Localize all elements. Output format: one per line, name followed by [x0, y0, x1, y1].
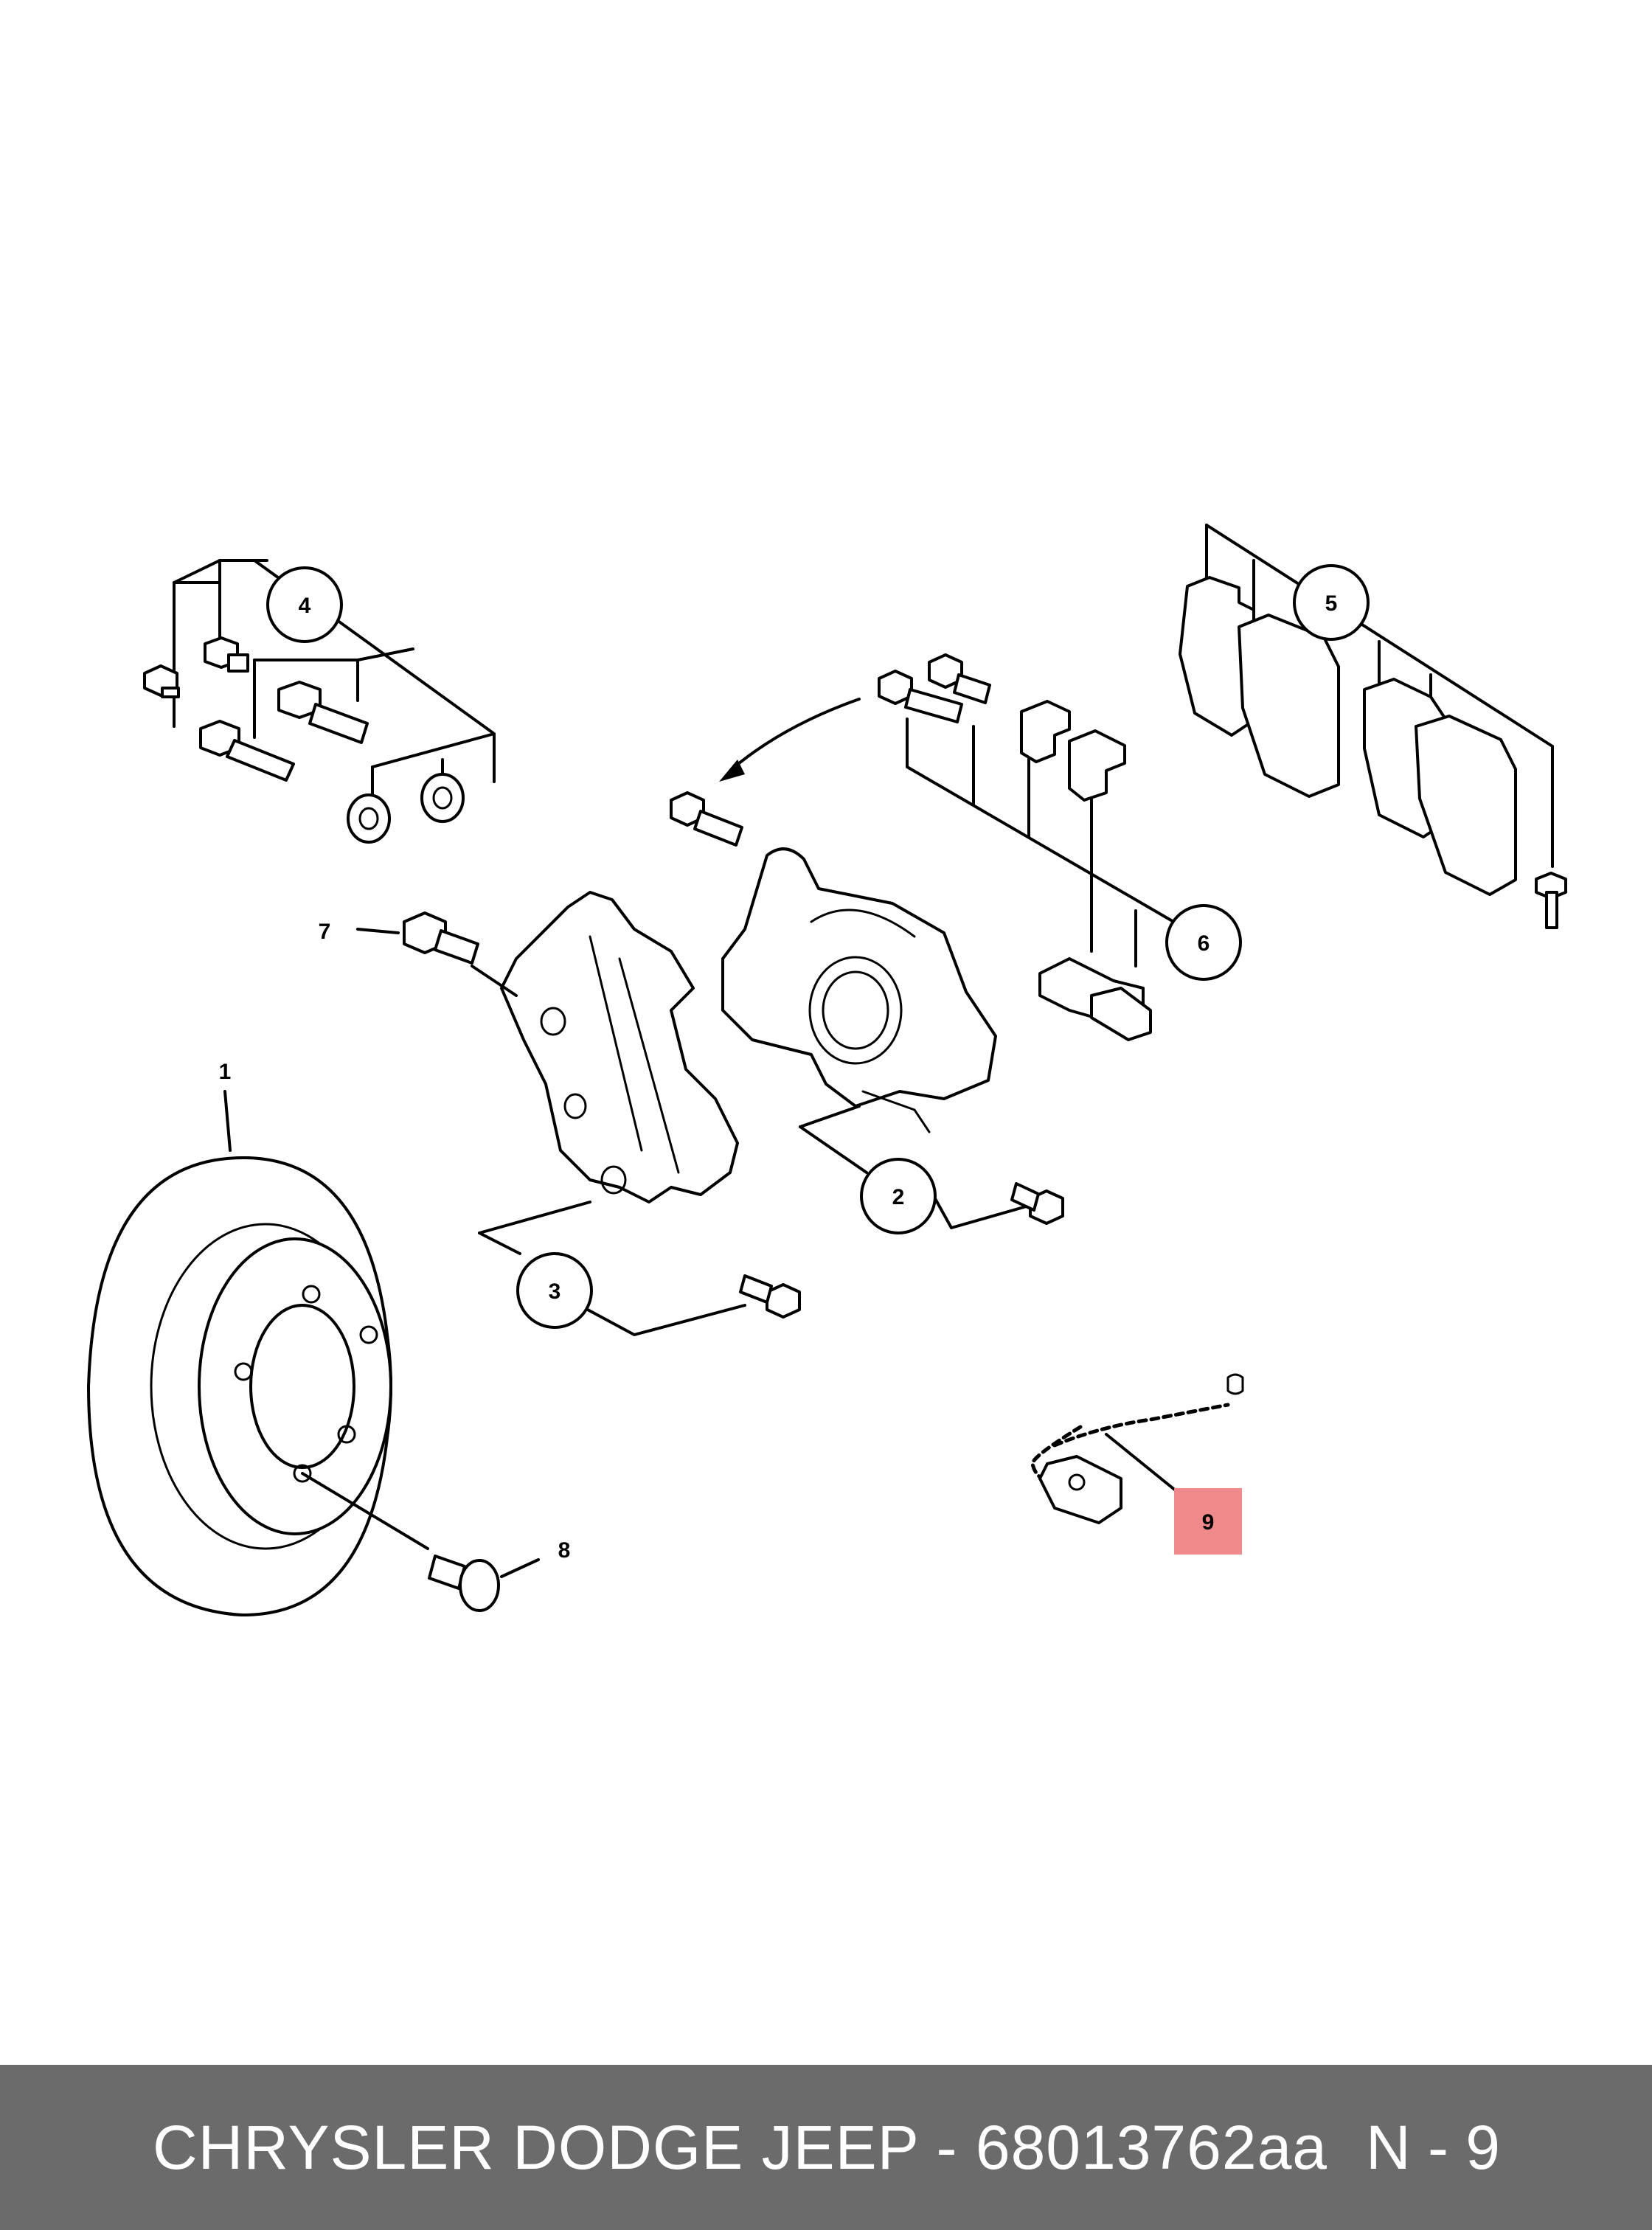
svg-text:5: 5 — [1325, 591, 1338, 616]
callout-5[interactable]: 5 — [1293, 564, 1370, 641]
svg-text:2: 2 — [892, 1185, 905, 1209]
svg-text:4: 4 — [299, 594, 311, 618]
footer-diagram-code: N - 9 — [1366, 2112, 1501, 2182]
callout-9-highlight-box — [1174, 1488, 1242, 1555]
part-9-wear-sensor — [1030, 1373, 1244, 1524]
part-8-bolt — [428, 1555, 540, 1612]
svg-text:8: 8 — [558, 1538, 571, 1563]
footer-part-title: CHRYSLER DODGE JEEP - 68013762aa — [153, 2112, 1328, 2182]
callout-1[interactable]: 1 — [219, 1060, 232, 1084]
part-1-brake-rotor — [87, 1090, 429, 1616]
part-7-bolt — [356, 911, 518, 997]
callout-6[interactable]: 6 — [1165, 904, 1242, 981]
callout-4[interactable]: 4 — [266, 566, 343, 643]
callout-8[interactable]: 8 — [558, 1538, 571, 1563]
callout-3[interactable]: 3 — [516, 1252, 593, 1329]
callout-7[interactable]: 7 — [319, 920, 331, 944]
svg-text:9: 9 — [1202, 1510, 1215, 1535]
svg-text:7: 7 — [319, 920, 331, 944]
brake-assembly-diagram: 4 5 6 2 3 7 1 8 9 — [87, 524, 1567, 1616]
footer-bar: CHRYSLER DODGE JEEP - 68013762aa N - 9 — [0, 2065, 1652, 2230]
caliper-guide-bolt — [670, 791, 743, 847]
part-3-caliper-bracket — [478, 891, 801, 1336]
part-6-hardware-clips — [878, 653, 1181, 1041]
svg-text:1: 1 — [219, 1060, 232, 1084]
direction-arrow — [719, 698, 861, 782]
part-5-brake-pads — [1179, 524, 1567, 929]
part-2-caliper — [721, 847, 1064, 1229]
svg-text:3: 3 — [549, 1279, 561, 1304]
callout-9-highlighted[interactable]: 9 — [1174, 1488, 1242, 1555]
svg-text:6: 6 — [1198, 931, 1210, 956]
callout-2[interactable]: 2 — [860, 1158, 937, 1234]
